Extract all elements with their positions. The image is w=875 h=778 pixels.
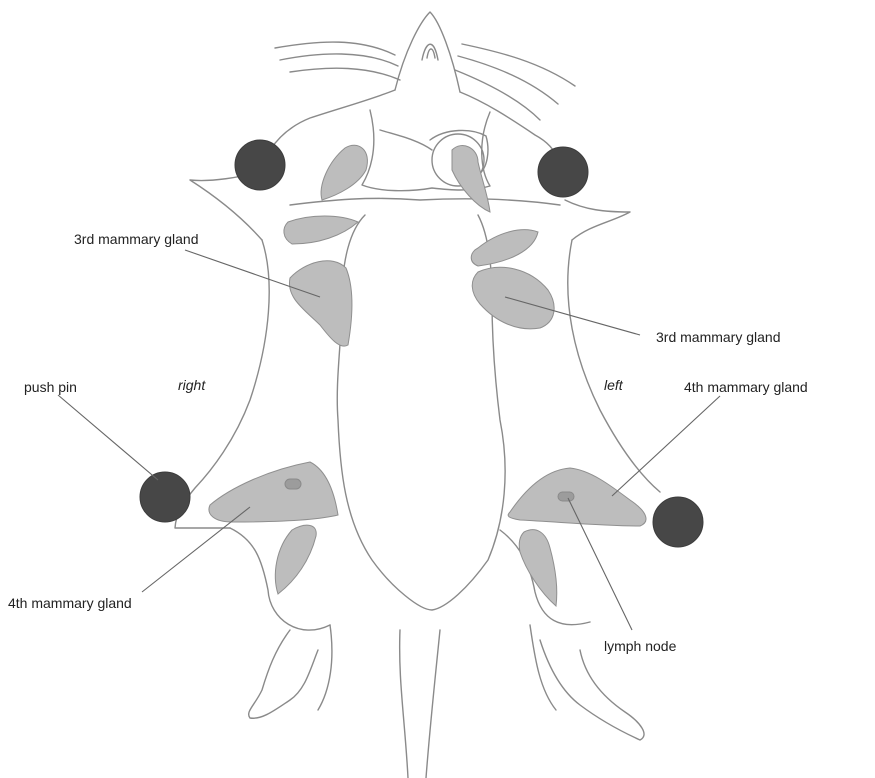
whiskers-left bbox=[275, 42, 400, 80]
push-pin-bottom-right-side bbox=[140, 472, 190, 522]
torso-left-edge bbox=[568, 240, 660, 492]
left-forelimb bbox=[565, 200, 630, 240]
mammary-glands bbox=[209, 145, 646, 606]
label-fourth-gland-left: 4th mammary gland bbox=[684, 379, 808, 395]
left-hind-leg-inner bbox=[530, 625, 556, 710]
tail bbox=[400, 630, 440, 778]
right-fourth-gland bbox=[209, 462, 338, 522]
leader-lines bbox=[58, 250, 720, 630]
right-first-gland bbox=[321, 145, 367, 200]
left-third-gland bbox=[472, 267, 554, 329]
label-push-pin: push pin bbox=[24, 379, 77, 395]
right-hind-leg bbox=[249, 630, 318, 718]
push-pin-bottom-left-side bbox=[653, 497, 703, 547]
push-pin-top-left-side bbox=[538, 147, 588, 197]
mouse-body-outline bbox=[175, 12, 660, 778]
push-pins bbox=[140, 140, 703, 547]
labels: 3rd mammary gland 3rd mammary gland push… bbox=[8, 231, 808, 654]
label-lymph-node: lymph node bbox=[604, 638, 677, 654]
leader-fourth-gland-left bbox=[612, 396, 720, 496]
snout bbox=[395, 12, 460, 92]
neck-line bbox=[290, 198, 560, 205]
right-lymph-node bbox=[285, 479, 301, 489]
left-fifth-gland bbox=[519, 530, 557, 606]
label-third-gland-right: 3rd mammary gland bbox=[74, 231, 199, 247]
left-second-gland bbox=[471, 230, 538, 266]
nose-detail bbox=[422, 44, 438, 60]
label-side-right: right bbox=[178, 377, 206, 393]
right-third-gland bbox=[289, 261, 351, 346]
push-pin-top-right-side bbox=[235, 140, 285, 190]
leader-push-pin bbox=[58, 395, 158, 480]
right-fifth-gland bbox=[275, 525, 316, 594]
right-second-gland bbox=[284, 216, 358, 244]
label-third-gland-left: 3rd mammary gland bbox=[656, 329, 781, 345]
left-lymph-node bbox=[558, 492, 574, 501]
right-hind-leg-inner bbox=[318, 625, 332, 710]
whiskers-right bbox=[455, 44, 575, 120]
label-side-left: left bbox=[604, 377, 624, 393]
left-hind-leg bbox=[540, 640, 644, 740]
label-fourth-gland-right: 4th mammary gland bbox=[8, 595, 132, 611]
